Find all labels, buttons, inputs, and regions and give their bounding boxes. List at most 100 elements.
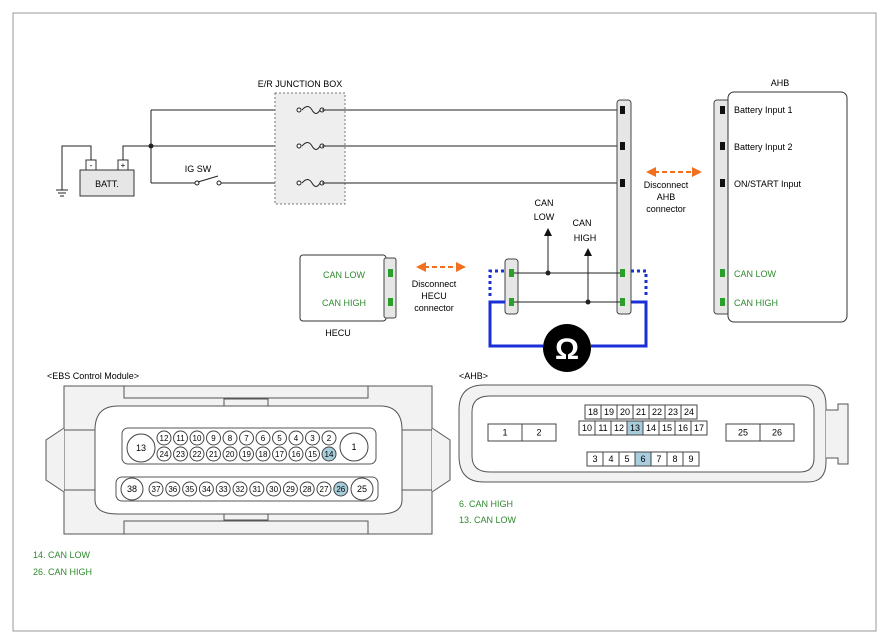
battery-plus-label: + bbox=[121, 161, 126, 170]
can-low-probe-label-1: CAN bbox=[534, 198, 553, 208]
hecu-harness-pin-can-high bbox=[509, 298, 514, 306]
ebs-pin bbox=[206, 446, 221, 462]
fuse-icon bbox=[301, 106, 321, 114]
ebs-pin bbox=[255, 446, 271, 462]
ohmmeter-icon bbox=[543, 324, 591, 372]
ebs-pin-label: 23 bbox=[176, 450, 185, 459]
fuse-icon bbox=[301, 179, 321, 187]
ahb-connector-title: <AHB> bbox=[459, 371, 488, 381]
ahb-pin-label: 25 bbox=[738, 428, 748, 438]
ahb-battery-input-2-label: Battery Input 2 bbox=[734, 142, 793, 152]
battery-minus-label: - bbox=[90, 161, 93, 170]
ebs-pin-label: 10 bbox=[193, 434, 202, 443]
ebs-pin bbox=[222, 446, 238, 462]
hecu-module bbox=[299, 254, 387, 322]
ahb-pin-label: 10 bbox=[582, 423, 592, 433]
fuse-terminal bbox=[296, 107, 302, 113]
ebs-pin-label: 32 bbox=[236, 485, 245, 494]
ohm-symbol: Ω bbox=[555, 333, 579, 366]
ahb-pin bbox=[690, 420, 708, 436]
ebs-pin-label: 33 bbox=[219, 485, 228, 494]
hecu-pin-can-low bbox=[388, 269, 393, 277]
ebs-pin bbox=[206, 430, 221, 446]
ahb-can-low-label: CAN LOW bbox=[734, 269, 777, 279]
ebs-pin-label: 28 bbox=[303, 485, 312, 494]
ebs-pin bbox=[156, 430, 172, 446]
ahb-harness-pin-can-low bbox=[620, 269, 625, 277]
junction-box-label: E/R JUNCTION BOX bbox=[258, 79, 343, 89]
ebs-pin-label: 5 bbox=[277, 434, 282, 443]
ahb-pin-label: 17 bbox=[694, 423, 704, 433]
ebs-pin-label: 16 bbox=[292, 450, 301, 459]
disconnect-hecu-line3: connector bbox=[414, 303, 454, 313]
ebs-pin-label: 36 bbox=[168, 485, 177, 494]
ebs-pin-label: 26 bbox=[336, 485, 345, 494]
ahb-harness-connector bbox=[616, 99, 632, 315]
ahb-pin-label: 12 bbox=[614, 423, 624, 433]
ahb-pin-label: 22 bbox=[652, 407, 662, 417]
ebs-pin bbox=[316, 481, 332, 497]
ahb-on-start-input-label: ON/START Input bbox=[734, 179, 802, 189]
ebs-pin bbox=[288, 446, 304, 462]
ground-wire bbox=[61, 145, 92, 190]
ahb-harness-pin-1 bbox=[620, 106, 625, 114]
hecu-module-connector bbox=[383, 257, 397, 319]
ebs-pin bbox=[282, 481, 298, 497]
ebs-pin-label: 22 bbox=[193, 450, 202, 459]
ebs-pin-label: 12 bbox=[160, 434, 169, 443]
ebs-pin bbox=[305, 446, 320, 462]
ebs-pin-big-label: 13 bbox=[136, 443, 146, 453]
ebs-note-can-low: 14. CAN LOW bbox=[33, 550, 91, 560]
ahb-harness-pin-2 bbox=[620, 142, 625, 150]
ig-switch-icon bbox=[197, 175, 219, 183]
ebs-pin-label: 17 bbox=[275, 450, 284, 459]
ebs-pin bbox=[333, 481, 349, 497]
disconnect-ahb-line3: connector bbox=[646, 204, 686, 214]
ahb-pin-label: 7 bbox=[656, 454, 661, 464]
ahb-pin-label: 1 bbox=[502, 428, 507, 438]
junction-box bbox=[274, 92, 346, 205]
can-low-probe-label-2: LOW bbox=[534, 212, 555, 222]
ahb-module-pin-can-high bbox=[720, 298, 725, 306]
ebs-pin-big-label: 25 bbox=[357, 484, 367, 494]
ebs-connector-title: <EBS Control Module> bbox=[47, 371, 139, 381]
ebs-pin bbox=[189, 446, 205, 462]
ebs-pin-big bbox=[339, 432, 369, 462]
fuse-icon bbox=[301, 142, 321, 150]
ahb-pin-label: 18 bbox=[588, 407, 598, 417]
ahb-pin-label: 2 bbox=[536, 428, 541, 438]
ebs-pin-label: 18 bbox=[259, 450, 268, 459]
ebs-pin bbox=[239, 430, 254, 446]
ahb-pin-label: 21 bbox=[636, 407, 646, 417]
ahb-pin bbox=[680, 404, 698, 420]
battery-plus-wire bbox=[122, 145, 151, 160]
ebs-pin-label: 15 bbox=[308, 450, 317, 459]
ahb-pin-label: 16 bbox=[678, 423, 688, 433]
ahb-pin-label: 13 bbox=[630, 423, 640, 433]
ahb-pin-label: 5 bbox=[624, 454, 629, 464]
ebs-pin bbox=[299, 481, 315, 497]
ebs-pin bbox=[189, 430, 205, 446]
ahb-pin-label: 26 bbox=[772, 428, 782, 438]
ebs-pin-label: 7 bbox=[244, 434, 249, 443]
battery-label: BATT. bbox=[95, 179, 119, 189]
disconnect-ahb-arrows-icon bbox=[646, 167, 702, 177]
ebs-pin-label: 29 bbox=[286, 485, 295, 494]
ebs-note-can-high: 26. CAN HIGH bbox=[33, 567, 92, 577]
ebs-pin bbox=[156, 446, 172, 462]
ahb-harness-pin-3 bbox=[620, 179, 625, 187]
ebs-pin bbox=[321, 430, 337, 446]
ebs-pin-label: 11 bbox=[176, 434, 185, 443]
ebs-pin bbox=[255, 430, 271, 446]
ebs-pin-big bbox=[120, 477, 144, 501]
ahb-pin-label: 23 bbox=[668, 407, 678, 417]
ebs-pin-big bbox=[126, 433, 156, 463]
disconnect-hecu-line2: HECU bbox=[421, 291, 447, 301]
ebs-pin-label: 31 bbox=[252, 485, 261, 494]
ahb-pin-label: 3 bbox=[592, 454, 597, 464]
ebs-pin-label: 21 bbox=[209, 450, 218, 459]
ebs-pin bbox=[239, 446, 254, 462]
can-high-probe-label-2: HIGH bbox=[574, 233, 597, 243]
